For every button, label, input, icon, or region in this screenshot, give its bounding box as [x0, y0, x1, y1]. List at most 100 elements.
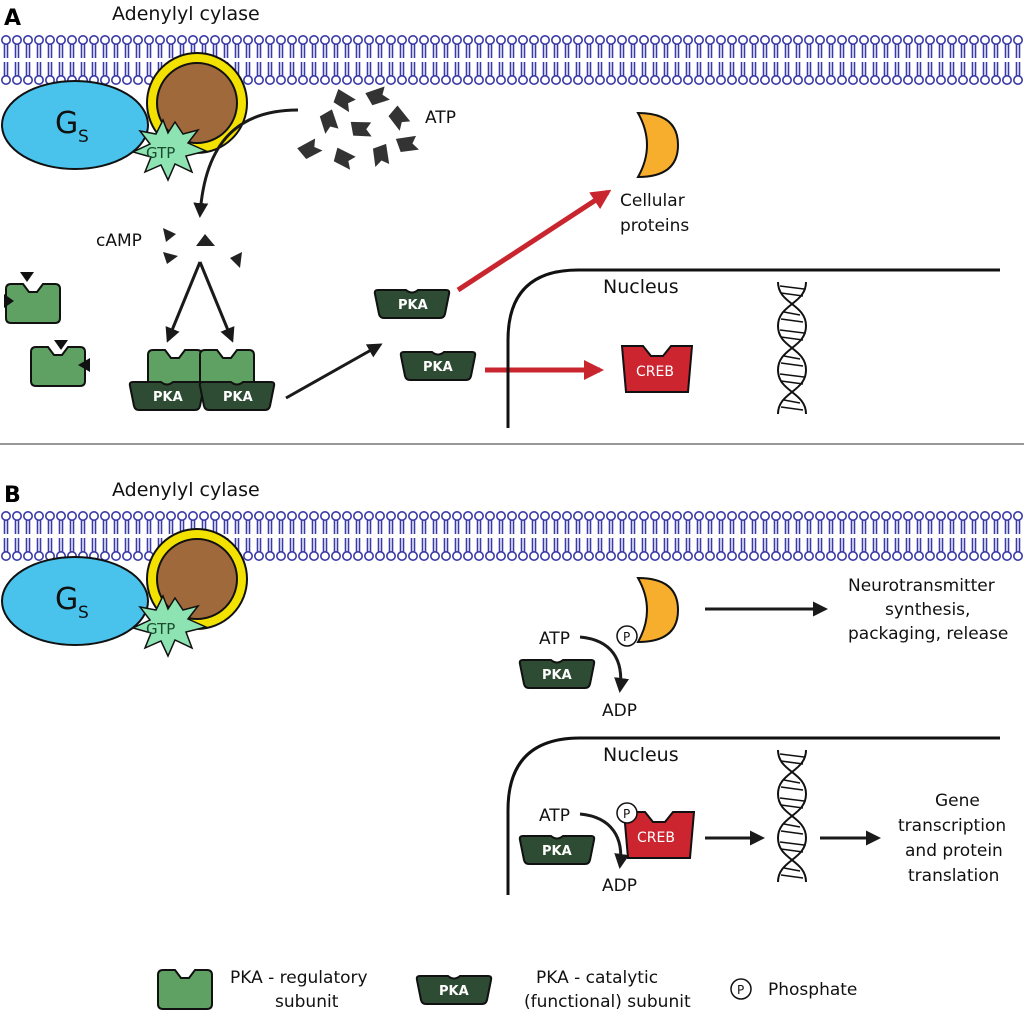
- lipid-tail: [949, 520, 955, 552]
- lipid-tail: [641, 520, 647, 552]
- lipid-head: [517, 550, 528, 561]
- lipid-tail: [300, 520, 306, 552]
- lipid-head: [517, 75, 528, 86]
- lipid-tail: [432, 44, 438, 76]
- pka-catalytic-free-1: PKA: [373, 289, 451, 319]
- lipid-head: [803, 510, 814, 521]
- lipid-head: [407, 550, 418, 561]
- lipid-head: [275, 510, 286, 521]
- neuro-line3: packaging, release: [848, 624, 1008, 644]
- lipid-head: [166, 34, 177, 45]
- pka-catalytic-b2: PKA: [518, 835, 596, 865]
- lipid-head: [221, 510, 232, 521]
- lipid-head: [594, 34, 605, 45]
- lipid-tail: [366, 44, 372, 76]
- legend-phosphate-icon: P: [730, 978, 752, 1000]
- pka-regulatory-subunit-free-2: [30, 340, 90, 387]
- lipid-tail: [531, 44, 537, 76]
- lipid-tail: [256, 44, 262, 76]
- nucleus-boundary-b: [506, 736, 1000, 895]
- lipid-head: [341, 550, 352, 561]
- lipid-head: [594, 75, 605, 86]
- gs-letter: G: [55, 106, 78, 141]
- lipid-tail: [894, 44, 900, 76]
- gtp-burst-b: GTP: [130, 594, 209, 658]
- lipid-tail: [113, 44, 119, 76]
- lipid-head: [605, 34, 616, 45]
- lipid-tail: [256, 520, 262, 552]
- adp-label-b2: ADP: [602, 876, 637, 896]
- lipid-head: [528, 550, 539, 561]
- lipid-head: [902, 510, 913, 521]
- lipid-head: [572, 34, 583, 45]
- lipid-head: [133, 34, 144, 45]
- lipid-head: [111, 75, 122, 86]
- lipid-head: [792, 550, 803, 561]
- lipid-head: [1, 75, 11, 86]
- lipid-head: [869, 510, 880, 521]
- pka-holo-label-2: PKA: [223, 390, 253, 405]
- lipid-head: [759, 34, 770, 45]
- lipid-head: [660, 550, 671, 561]
- lipid-head: [902, 75, 913, 86]
- pka-regulatory-subunit-free-1: [4, 272, 61, 324]
- lipid-head: [979, 75, 990, 86]
- gs-protein-b: G S: [1, 556, 149, 646]
- atp-label-a: ATP: [425, 108, 456, 128]
- lipid-head: [627, 550, 638, 561]
- lipid-head: [1012, 510, 1023, 521]
- lipid-head: [308, 34, 319, 45]
- lipid-head: [363, 510, 374, 521]
- lipid-head: [111, 550, 122, 561]
- lipid-head: [286, 510, 297, 521]
- panel-a-label: A: [4, 6, 21, 31]
- lipid-head: [297, 510, 308, 521]
- lipid-head: [374, 34, 385, 45]
- lipid-head: [67, 34, 78, 45]
- conversion-arrow: [193, 108, 299, 218]
- lipid-tail: [608, 44, 614, 76]
- lipid-head: [649, 34, 660, 45]
- lipid-tail: [311, 520, 317, 552]
- lipid-head: [946, 550, 957, 561]
- lipid-head: [363, 75, 374, 86]
- lipid-head: [825, 550, 836, 561]
- lipid-tail: [872, 44, 878, 76]
- lipid-head: [715, 550, 726, 561]
- lipid-head: [188, 510, 199, 521]
- lipid-head: [638, 510, 649, 521]
- phosphate-letter-2: P: [623, 807, 630, 821]
- lipid-head: [363, 34, 374, 45]
- lipid-head: [418, 550, 429, 561]
- lipid-tail: [784, 520, 790, 552]
- lipid-head: [133, 510, 144, 521]
- lipid-head: [462, 510, 473, 521]
- lipid-head: [902, 550, 913, 561]
- lipid-head: [770, 75, 781, 86]
- lipid-head: [737, 550, 748, 561]
- lipid-head: [462, 75, 473, 86]
- lipid-head: [693, 34, 704, 45]
- lipid-head: [44, 34, 55, 45]
- lipid-head: [243, 510, 254, 521]
- pka-label-b2: PKA: [542, 844, 572, 859]
- lipid-head: [144, 34, 155, 45]
- lipid-head: [243, 550, 254, 561]
- lipid-head: [144, 510, 155, 521]
- lipid-head: [979, 34, 990, 45]
- lipid-head: [429, 75, 440, 86]
- lipid-tail: [388, 520, 394, 552]
- lipid-tail: [707, 44, 713, 76]
- lipid-head: [990, 34, 1001, 45]
- gs-protein-a: G S: [1, 80, 149, 170]
- lipid-tail: [652, 520, 658, 552]
- legend-catalytic-icon: PKA: [415, 975, 493, 1005]
- lipid-head: [616, 34, 627, 45]
- lipid-tail: [597, 520, 603, 552]
- lipid-tail: [14, 520, 20, 552]
- lipid-tail: [982, 44, 988, 76]
- lipid-tail: [146, 520, 152, 552]
- lipid-tail: [905, 44, 911, 76]
- lipid-tail: [762, 520, 768, 552]
- lipid-head: [407, 34, 418, 45]
